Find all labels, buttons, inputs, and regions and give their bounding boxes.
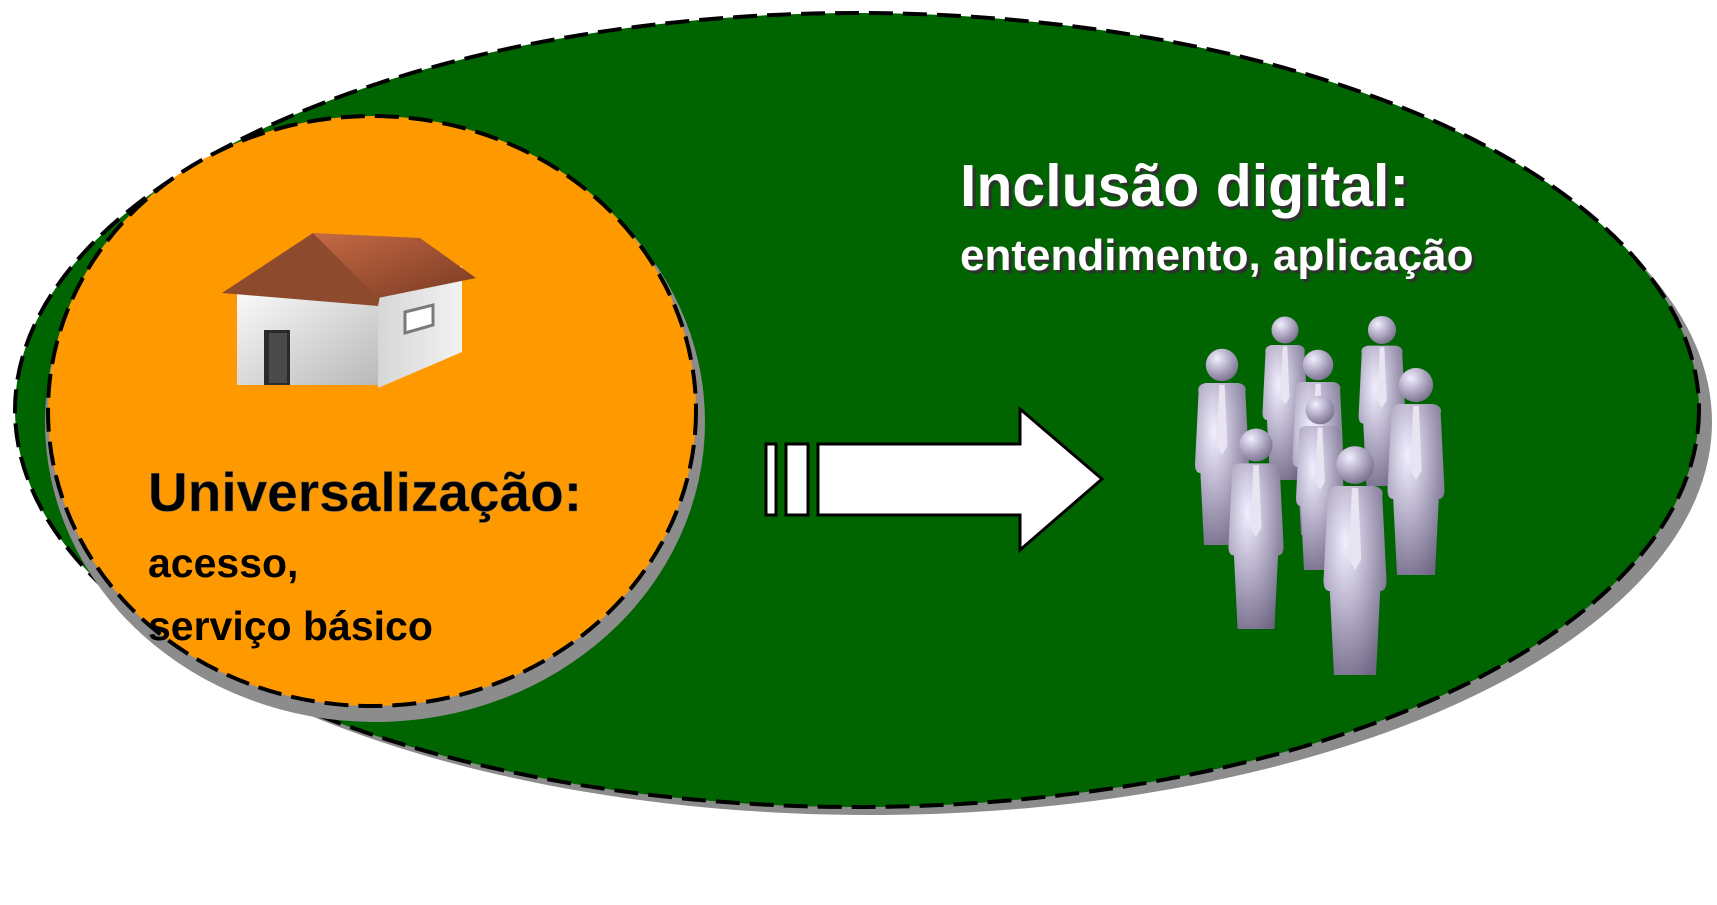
inner-circle <box>46 114 698 708</box>
universalizacao-line-1: acesso, <box>148 540 298 586</box>
universalizacao-line-2: serviço básico <box>148 603 433 649</box>
inclusao-title-shadow: Inclusão digital: <box>963 156 1412 222</box>
right-arrow-icon <box>764 405 1105 554</box>
inclusao-subtitle: entendimento, aplicação <box>960 231 1473 280</box>
inclusao-title: Inclusão digital: <box>960 153 1409 219</box>
inclusao-subtitle-shadow: entendimento, aplicação <box>963 234 1476 283</box>
universalizacao-title: Universalização: <box>148 461 582 523</box>
house-icon <box>222 233 476 388</box>
